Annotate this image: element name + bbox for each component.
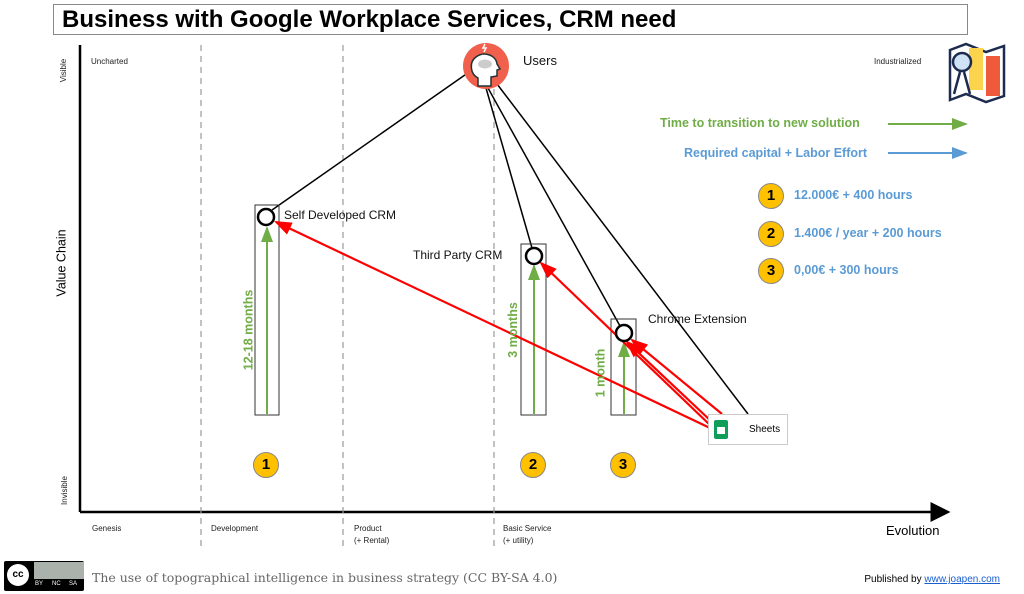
stage-development: Development [211, 524, 259, 533]
cc-nc: NC [52, 581, 61, 587]
joapen-link[interactable]: www.joapen.com [924, 574, 1000, 585]
visible-label: Visible [59, 58, 69, 83]
value-chain-label: Value Chain [54, 229, 69, 297]
sheets-icon [714, 420, 728, 439]
stage-basic-service: Basic Service [503, 524, 552, 533]
duration-1: 12-18 months [241, 289, 256, 371]
duration-2: 3 months [505, 302, 520, 358]
users-icon [463, 43, 509, 89]
legend-marker-3: 3 [758, 258, 784, 284]
red-evolution-arrows [274, 221, 723, 429]
map-icon [948, 42, 1006, 104]
cc-sa: SA [69, 581, 78, 587]
cc-by: BY [35, 581, 44, 587]
inertia-boxes [254, 204, 637, 416]
page-title: Business with Google Workplace Services,… [53, 4, 968, 35]
third-crm-label: Third Party CRM [413, 248, 503, 262]
stage-basic-service-sub: (+ utility) [503, 536, 534, 545]
legend-marker-2: 2 [758, 221, 784, 247]
legend-marker-1: 1 [758, 183, 784, 209]
legend-cost-2: 1.400€ / year + 200 hours [794, 226, 942, 240]
published-prefix: Published by [864, 574, 925, 585]
chrome-extension-label: Chrome Extension [648, 312, 747, 326]
marker-3: 3 [610, 452, 636, 478]
industrialized-label: Industrialized [874, 57, 922, 66]
footer-license: The use of topographical intelligence in… [92, 570, 558, 585]
stage-dividers [200, 45, 495, 548]
stage-product-sub: (+ Rental) [354, 536, 390, 545]
self-crm-label: Self Developed CRM [284, 208, 397, 222]
duration-3: 1 month [593, 348, 608, 398]
legend-cost-3: 0,00€ + 300 hours [794, 263, 899, 277]
marker-1: 1 [253, 452, 279, 478]
invisible-label: Invisible [59, 476, 69, 505]
sheets-label: Sheets [749, 424, 781, 435]
green-time-arrows [261, 226, 630, 414]
legend-arrows [888, 118, 968, 159]
evolution-label: Evolution [886, 523, 940, 538]
uncharted-label: Uncharted [91, 57, 128, 66]
stage-genesis: Genesis [92, 524, 122, 533]
users-label: Users [523, 53, 557, 68]
published-by: Published by www.joapen.com [864, 574, 1000, 585]
stage-product: Product [354, 524, 382, 533]
sheets-component: Sheets [708, 414, 788, 445]
component-nodes [256, 207, 634, 343]
legend-cost-1: 12.000€ + 400 hours [794, 188, 913, 202]
legend-capital: Required capital + Labor Effort [684, 146, 868, 160]
marker-2: 2 [520, 452, 546, 478]
dependency-lines [271, 69, 749, 415]
cc-license-badge: cc BY NC SA [4, 561, 84, 591]
legend-time: Time to transition to new solution [660, 116, 860, 130]
